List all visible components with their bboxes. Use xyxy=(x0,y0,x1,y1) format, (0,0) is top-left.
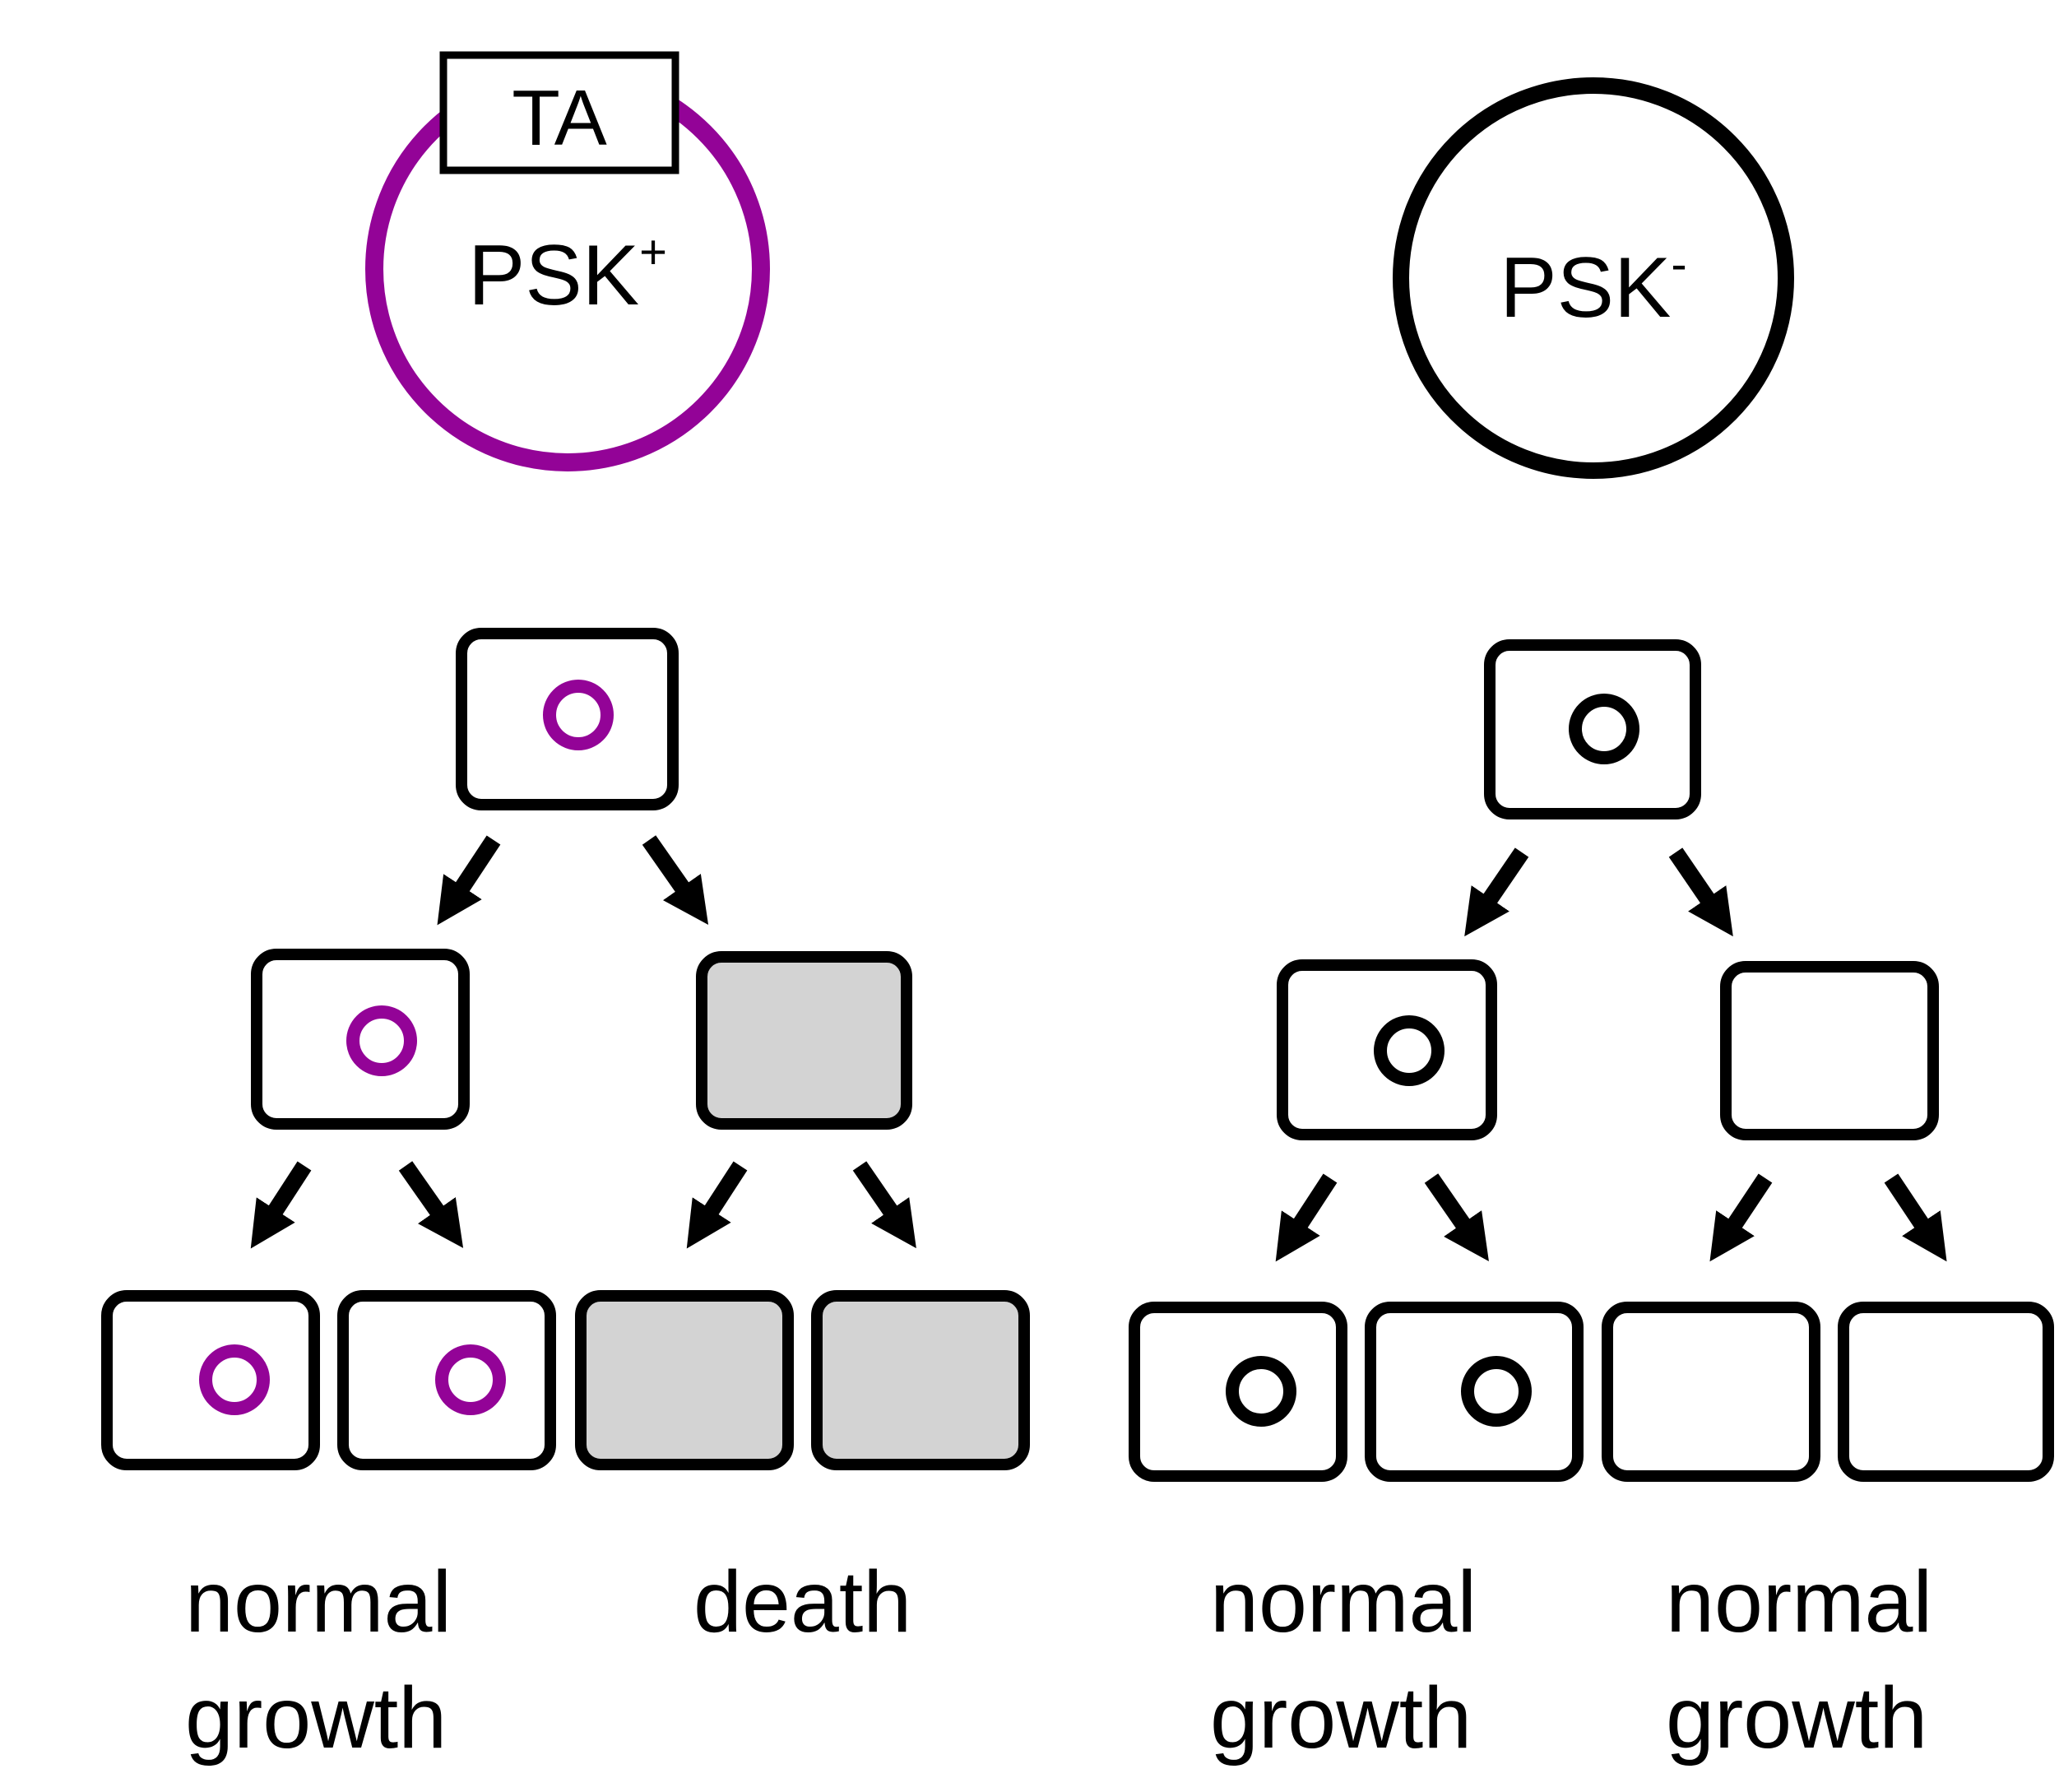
outcome-label-line2: growth xyxy=(185,1669,447,1766)
cell-parent-right xyxy=(1484,639,1701,819)
psk-minus-superscript: - xyxy=(1671,238,1686,291)
arrow-down-right xyxy=(1424,1173,1489,1262)
outcome-label-line2: growth xyxy=(1210,1669,1472,1766)
outcome-label-line1: normal xyxy=(185,1553,452,1650)
arrow-down-right xyxy=(398,1161,464,1248)
plasmid-in-cell xyxy=(1226,1356,1296,1427)
cell-parent-left xyxy=(456,628,679,810)
psk-plus-label-main: PSK xyxy=(468,228,639,323)
arrow-down-left xyxy=(1275,1173,1338,1262)
plasmid-in-cell xyxy=(543,680,614,750)
psk-minus-label-main: PSK xyxy=(1500,240,1671,336)
plasmid-in-cell xyxy=(346,1005,417,1076)
plasmid-in-cell xyxy=(435,1344,506,1415)
psk-minus-plasmid xyxy=(1393,77,1794,479)
plasmid-in-cell xyxy=(1569,694,1639,764)
right-panel: PSK- normal growth normal growth xyxy=(1129,77,2054,1766)
cell-granddaughter-dead xyxy=(575,1290,794,1470)
arrow-down-right xyxy=(642,835,709,925)
cell-daughter-dead xyxy=(696,951,912,1130)
psk-plus-superscript: + xyxy=(639,225,667,279)
outcome-label-line1: normal xyxy=(1666,1553,1932,1650)
arrow-down-left xyxy=(686,1161,748,1249)
plasmid-in-cell xyxy=(1461,1356,1532,1427)
arrow-down-left xyxy=(1464,847,1529,937)
plasmid-in-cell xyxy=(199,1344,270,1415)
arrow-down-right xyxy=(852,1161,916,1249)
psk-minus-label: PSK- xyxy=(1500,238,1686,336)
arrow-down-left xyxy=(250,1161,312,1249)
arrow-down-left xyxy=(1709,1173,1773,1262)
cell-daughter-with-plasmid xyxy=(251,949,470,1130)
cell-daughter-plasmid-free xyxy=(1720,961,1939,1140)
plasmid-in-cell xyxy=(1374,1015,1445,1086)
psk-plus-label: PSK+ xyxy=(468,225,667,323)
outcome-label-line2: growth xyxy=(1666,1669,1927,1766)
outcome-label-line1: normal xyxy=(1210,1553,1477,1650)
arrow-down-right xyxy=(1668,847,1733,937)
arrow-down-right xyxy=(1884,1173,1947,1262)
ta-box xyxy=(439,51,679,174)
ta-box-label: TA xyxy=(512,74,607,162)
cell-granddaughter-plasmid-free xyxy=(1838,1302,2054,1482)
outcome-label-death: death xyxy=(693,1553,911,1650)
arrow-down-left xyxy=(437,835,501,926)
left-panel: TA PSK+ normal growth death xyxy=(101,51,1030,1766)
cell-granddaughter-dead xyxy=(811,1290,1030,1470)
cell-granddaughter-plasmid-free xyxy=(1602,1302,1820,1482)
